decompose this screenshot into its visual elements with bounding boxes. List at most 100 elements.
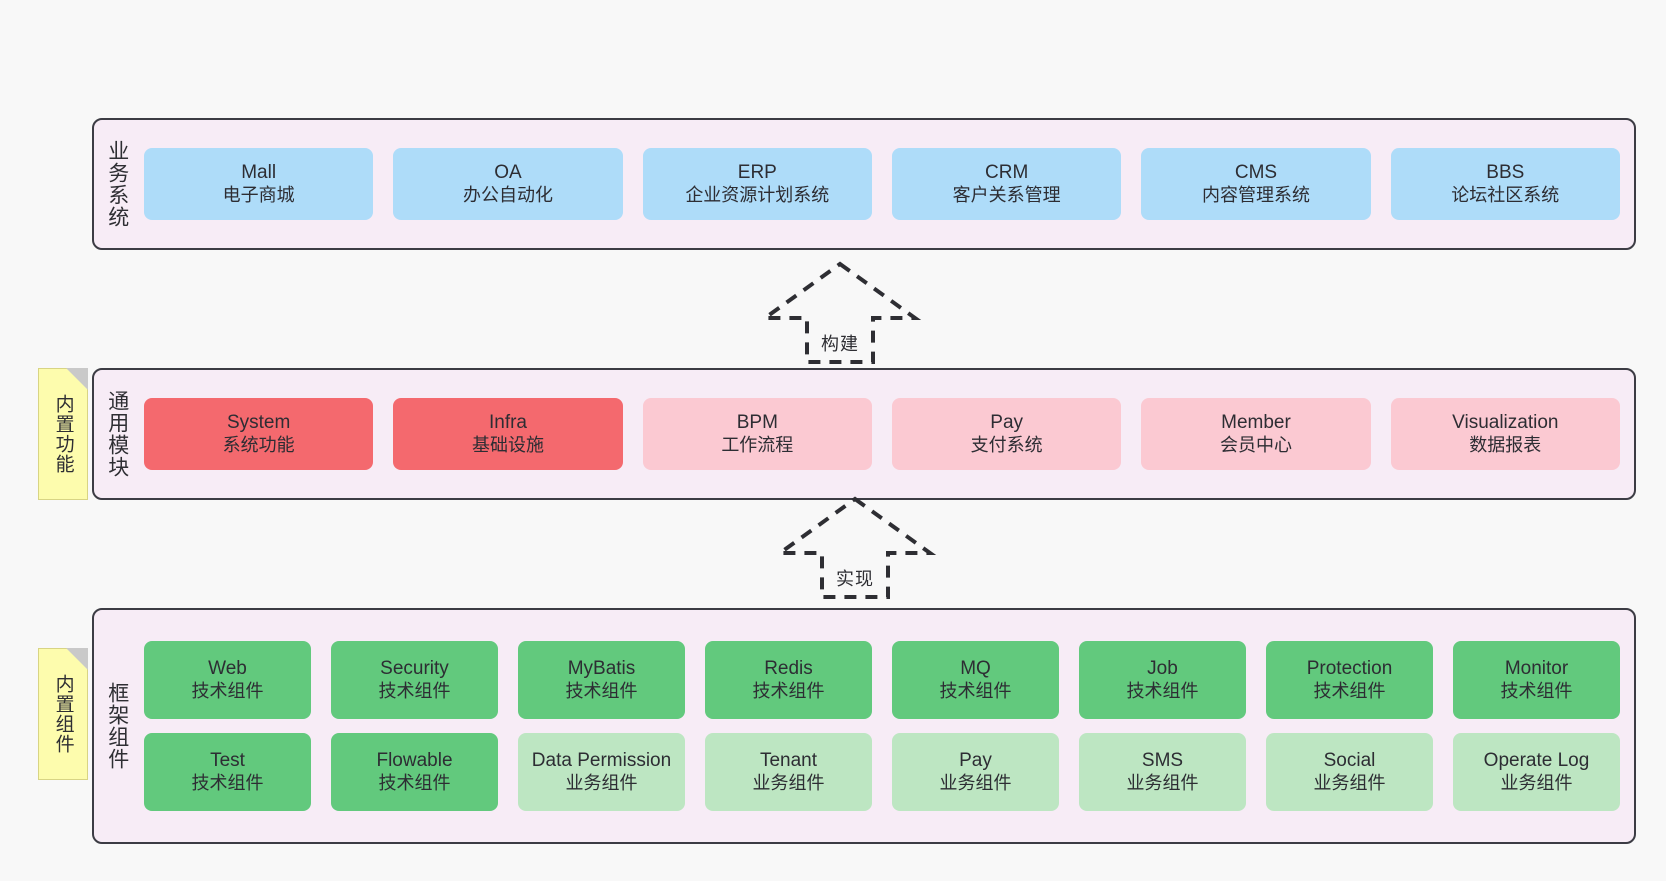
card-title: Visualization: [1452, 412, 1559, 434]
card-title: ERP: [737, 162, 777, 184]
card-subtitle: 业务组件: [939, 772, 1012, 793]
card-title: CRM: [985, 162, 1029, 184]
card-sms[interactable]: SMS 业务组件: [1079, 733, 1246, 811]
card-title: System: [226, 412, 291, 434]
card-subtitle: 基础设施: [471, 434, 544, 455]
card-title: Job: [1147, 658, 1178, 680]
card-security[interactable]: Security 技术组件: [331, 641, 498, 719]
card-title: Pay: [959, 750, 992, 772]
card-subtitle: 论坛社区系统: [1451, 184, 1560, 205]
card-title: Flowable: [376, 750, 453, 772]
card-pay-component[interactable]: Pay 业务组件: [892, 733, 1059, 811]
card-title: Infra: [488, 412, 527, 434]
card-title: MyBatis: [567, 658, 636, 680]
card-title: Social: [1323, 750, 1376, 772]
note-builtin-function: 内置功能: [38, 368, 88, 500]
card-mq[interactable]: MQ 技术组件: [892, 641, 1059, 719]
layer-body-frame: Web 技术组件 Security 技术组件 MyBatis 技术组件 Redi…: [140, 610, 1634, 842]
card-subtitle: 技术组件: [1126, 680, 1199, 701]
card-tenant[interactable]: Tenant 业务组件: [705, 733, 872, 811]
layer-business-systems: 业务系统 Mall 电子商城 OA 办公自动化 ERP 企业资源计划系统 CRM…: [92, 118, 1636, 250]
card-subtitle: 技术组件: [1500, 680, 1573, 701]
card-title: SMS: [1141, 750, 1184, 772]
card-system[interactable]: System 系统功能: [144, 398, 374, 470]
layer-framework-components: 框架组件 Web 技术组件 Security 技术组件 MyBatis 技术组件…: [92, 608, 1636, 844]
card-redis[interactable]: Redis 技术组件: [705, 641, 872, 719]
card-monitor[interactable]: Monitor 技术组件: [1453, 641, 1620, 719]
card-subtitle: 支付系统: [970, 434, 1043, 455]
card-erp[interactable]: ERP 企业资源计划系统: [642, 148, 872, 220]
layer-label-frame: 框架组件: [105, 682, 129, 770]
card-bpm[interactable]: BPM 工作流程: [642, 398, 872, 470]
card-subtitle: 内容管理系统: [1201, 184, 1310, 205]
card-subtitle: 业务组件: [1126, 772, 1199, 793]
card-title: Monitor: [1504, 658, 1569, 680]
card-subtitle: 工作流程: [721, 434, 794, 455]
card-title: Pay: [990, 412, 1024, 434]
card-social[interactable]: Social 业务组件: [1266, 733, 1433, 811]
card-oa[interactable]: OA 办公自动化: [393, 148, 623, 220]
card-member[interactable]: Member 会员中心: [1141, 398, 1371, 470]
card-title: Security: [380, 658, 449, 680]
card-data-permission[interactable]: Data Permission 业务组件: [518, 733, 685, 811]
card-title: Operate Log: [1483, 750, 1590, 772]
card-subtitle: 企业资源计划系统: [685, 184, 830, 205]
card-title: CMS: [1234, 162, 1278, 184]
note-builtin-function-label: 内置功能: [52, 394, 74, 474]
card-title: Member: [1221, 412, 1291, 434]
connector-build: 构建: [755, 258, 925, 368]
card-subtitle: 业务组件: [1313, 772, 1386, 793]
card-subtitle: 技术组件: [378, 772, 451, 793]
card-subtitle: 业务组件: [752, 772, 825, 793]
card-crm[interactable]: CRM 客户关系管理: [891, 148, 1122, 220]
layer-body-business: Mall 电子商城 OA 办公自动化 ERP 企业资源计划系统 CRM 客户关系…: [140, 120, 1634, 248]
card-title: BPM: [736, 412, 778, 434]
card-title: Tenant: [759, 750, 818, 772]
card-protection[interactable]: Protection 技术组件: [1266, 641, 1433, 719]
connector-realize: 实现: [770, 493, 940, 603]
card-subtitle: 技术组件: [752, 680, 825, 701]
card-title: Mall: [241, 162, 277, 184]
card-title: Data Permission: [531, 750, 672, 772]
card-subtitle: 会员中心: [1219, 434, 1292, 455]
card-subtitle: 业务组件: [565, 772, 638, 793]
layer-label-modules: 通用模块: [105, 390, 129, 478]
card-subtitle: 技术组件: [565, 680, 638, 701]
card-row: Mall 电子商城 OA 办公自动化 ERP 企业资源计划系统 CRM 客户关系…: [144, 148, 1620, 220]
card-subtitle: 技术组件: [191, 772, 264, 793]
card-operate-log[interactable]: Operate Log 业务组件: [1453, 733, 1620, 811]
card-title: Test: [210, 750, 245, 772]
card-title: BBS: [1486, 162, 1525, 184]
card-mybatis[interactable]: MyBatis 技术组件: [518, 641, 685, 719]
card-row: System 系统功能 Infra 基础设施 BPM 工作流程 Pay 支付系统…: [144, 398, 1620, 470]
card-row: Web 技术组件 Security 技术组件 MyBatis 技术组件 Redi…: [144, 641, 1620, 719]
card-pay-module[interactable]: Pay 支付系统: [891, 398, 1122, 470]
card-flowable[interactable]: Flowable 技术组件: [331, 733, 498, 811]
note-builtin-component-label: 内置组件: [52, 674, 74, 754]
card-web[interactable]: Web 技术组件: [144, 641, 311, 719]
card-subtitle: 业务组件: [1500, 772, 1573, 793]
layer-label-business: 业务系统: [105, 140, 129, 228]
card-job[interactable]: Job 技术组件: [1079, 641, 1246, 719]
card-subtitle: 系统功能: [222, 434, 295, 455]
card-infra[interactable]: Infra 基础设施: [393, 398, 623, 470]
card-title: MQ: [960, 658, 991, 680]
card-cms[interactable]: CMS 内容管理系统: [1141, 148, 1371, 220]
card-visualization[interactable]: Visualization 数据报表: [1390, 398, 1620, 470]
card-title: Redis: [764, 658, 813, 680]
card-title: OA: [494, 162, 522, 184]
card-subtitle: 数据报表: [1469, 434, 1542, 455]
card-bbs[interactable]: BBS 论坛社区系统: [1390, 148, 1620, 220]
layer-general-modules: 通用模块 System 系统功能 Infra 基础设施 BPM 工作流程 Pay…: [92, 368, 1636, 500]
card-subtitle: 技术组件: [939, 680, 1012, 701]
card-subtitle: 技术组件: [1313, 680, 1386, 701]
note-builtin-component: 内置组件: [38, 648, 88, 780]
card-test[interactable]: Test 技术组件: [144, 733, 311, 811]
card-row: Test 技术组件 Flowable 技术组件 Data Permission …: [144, 733, 1620, 811]
card-title: Protection: [1306, 658, 1393, 680]
card-title: Web: [208, 658, 247, 680]
card-mall[interactable]: Mall 电子商城: [144, 148, 374, 220]
card-subtitle: 客户关系管理: [952, 184, 1061, 205]
card-subtitle: 技术组件: [191, 680, 264, 701]
